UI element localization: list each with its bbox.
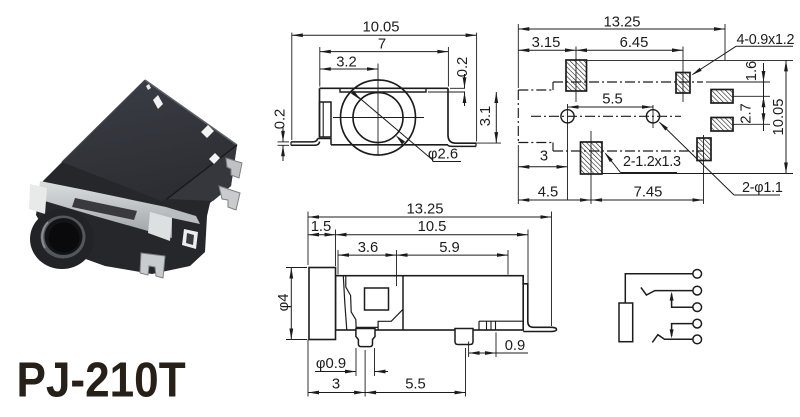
svg-text:10.5: 10.5 <box>418 219 447 235</box>
svg-text:PJ-210T: PJ-210T <box>17 352 186 407</box>
svg-text:3: 3 <box>332 377 340 393</box>
svg-text:10.05: 10.05 <box>771 98 787 135</box>
svg-text:φ4: φ4 <box>276 294 292 312</box>
svg-text:13.25: 13.25 <box>406 202 443 218</box>
svg-text:0.2: 0.2 <box>273 109 289 130</box>
svg-text:3.15: 3.15 <box>532 35 561 51</box>
svg-text:φ0.9: φ0.9 <box>316 356 346 372</box>
svg-text:10.05: 10.05 <box>362 20 399 36</box>
svg-text:13.25: 13.25 <box>603 15 640 31</box>
svg-text:2-φ1.1: 2-φ1.1 <box>742 180 783 196</box>
svg-text:1.6: 1.6 <box>744 61 760 82</box>
svg-text:φ2.6: φ2.6 <box>428 147 458 163</box>
svg-text:7: 7 <box>378 37 386 53</box>
svg-text:3.2: 3.2 <box>336 54 357 70</box>
svg-text:3.6: 3.6 <box>358 240 379 256</box>
svg-text:4.5: 4.5 <box>538 185 559 201</box>
svg-text:0.2: 0.2 <box>455 57 471 78</box>
svg-text:4-0.9x1.2: 4-0.9x1.2 <box>737 32 795 48</box>
svg-text:3: 3 <box>540 149 548 165</box>
svg-text:0.9: 0.9 <box>505 338 526 354</box>
svg-text:5.5: 5.5 <box>602 92 623 108</box>
svg-text:5.9: 5.9 <box>439 240 460 256</box>
svg-text:7.45: 7.45 <box>634 185 663 201</box>
svg-text:3.1: 3.1 <box>478 106 494 127</box>
svg-text:2-1.2x1.3: 2-1.2x1.3 <box>623 154 681 170</box>
svg-text:1.5: 1.5 <box>311 219 332 235</box>
svg-text:6.45: 6.45 <box>620 35 649 51</box>
svg-text:5.5: 5.5 <box>405 377 426 393</box>
svg-text:2.7: 2.7 <box>739 103 755 124</box>
